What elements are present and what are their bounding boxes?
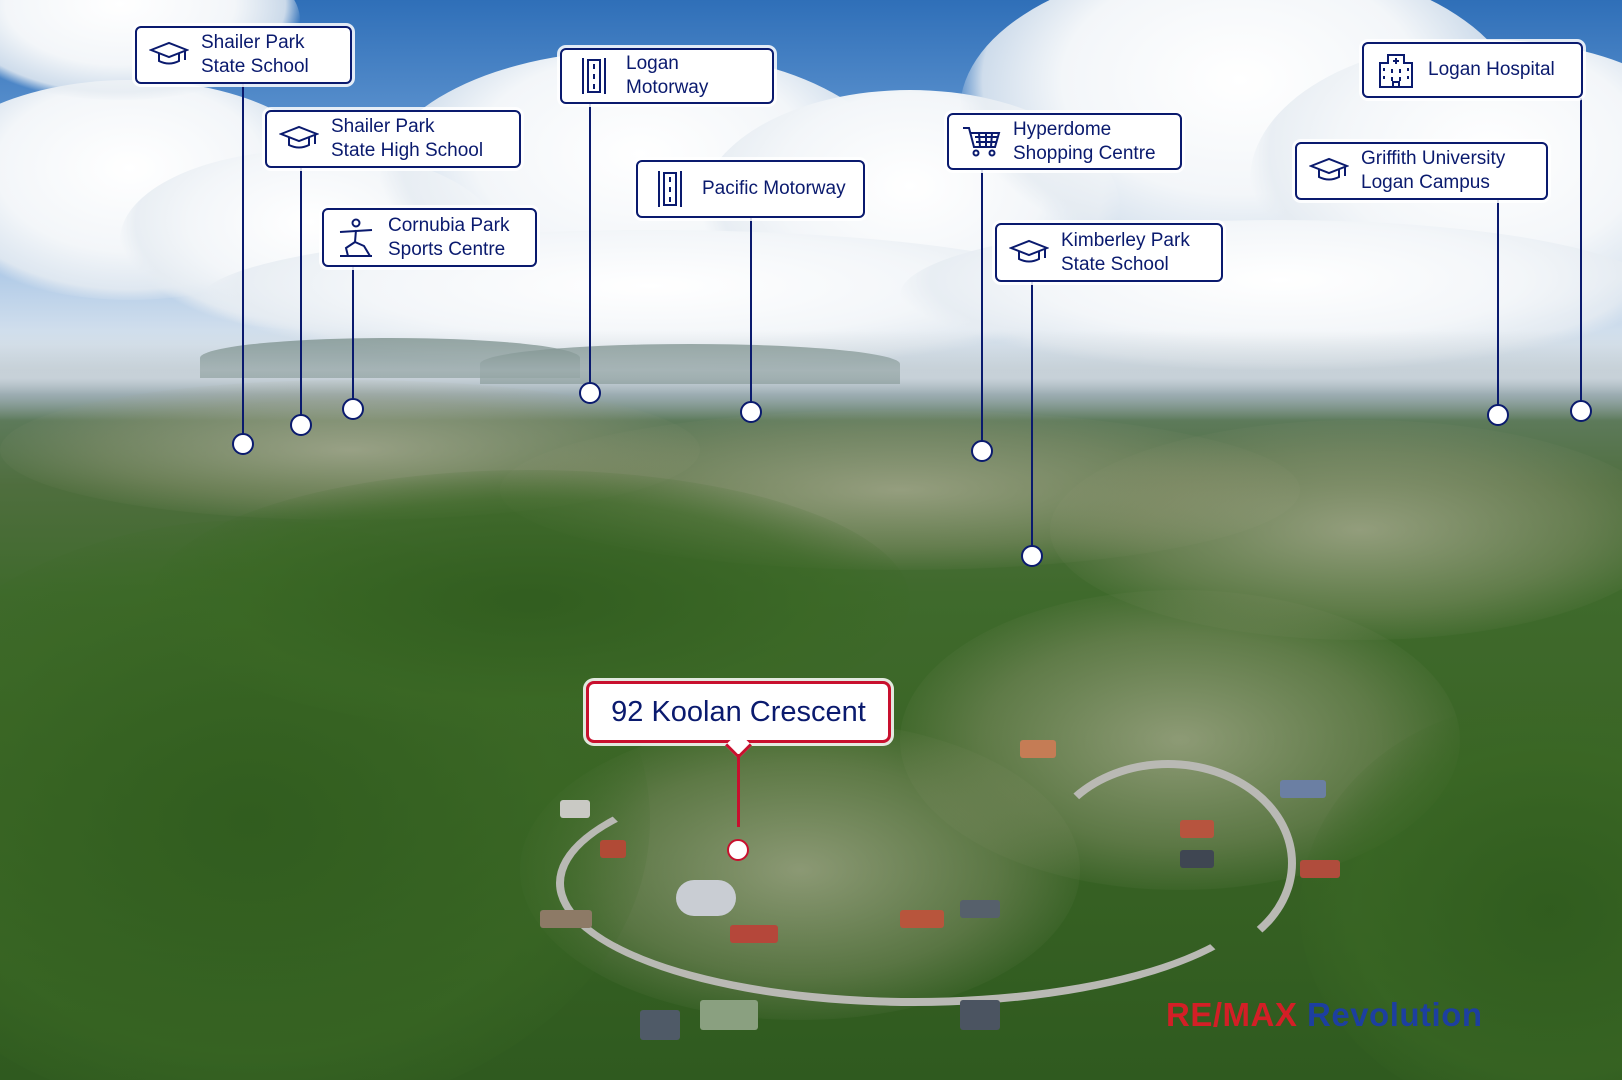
label-line: Shopping Centre	[1013, 142, 1156, 164]
location-marker	[232, 433, 254, 455]
house-roof	[600, 840, 626, 858]
crescent-road	[1040, 760, 1296, 966]
location-marker	[1570, 400, 1592, 422]
graduation-cap-icon	[279, 121, 319, 157]
location-marker	[1487, 404, 1509, 426]
brand-revolution: Revolution	[1297, 996, 1483, 1033]
leader-line	[1580, 98, 1582, 411]
motorway-icon	[574, 58, 614, 94]
house-roof	[1300, 860, 1340, 878]
leader-line	[242, 84, 244, 441]
house-roof	[640, 1010, 680, 1040]
house-roof	[700, 1000, 758, 1030]
label-logan-motorway: Logan Motorway	[560, 48, 774, 104]
house-roof	[1280, 780, 1326, 798]
brand-remax: RE/MAX	[1166, 996, 1298, 1033]
hospital-icon	[1376, 52, 1416, 88]
label-pacific-motorway: Pacific Motorway	[636, 160, 865, 218]
leader-line	[1497, 200, 1499, 414]
graduation-cap-icon	[1309, 153, 1349, 189]
sport-figure-icon	[336, 218, 376, 257]
leader-line	[750, 218, 752, 411]
label-line: State High School	[331, 140, 484, 161]
property-leader-line	[737, 754, 740, 827]
label-line: Hyperdome	[1013, 118, 1112, 140]
label-line: Kimberley Park	[1061, 229, 1190, 251]
location-marker	[1021, 545, 1043, 567]
house-roof	[960, 1000, 1000, 1030]
label-line: Sports Centre	[388, 238, 506, 260]
label-line: Shailer Park	[201, 32, 305, 54]
location-marker	[579, 382, 601, 404]
property-address-label: 92 Koolan Crescent	[586, 681, 891, 743]
leader-line	[1031, 282, 1033, 556]
label-line: Logan Hospital	[1428, 59, 1555, 81]
shopping-cart-icon	[961, 124, 1001, 160]
leader-line	[352, 267, 354, 408]
location-marker	[290, 414, 312, 436]
leader-line	[589, 104, 591, 393]
label-line: Griffith University	[1361, 148, 1506, 170]
location-marker	[342, 398, 364, 420]
house-roof	[560, 800, 590, 818]
label-line: Logan Motorway	[626, 53, 709, 98]
house-roof	[1180, 850, 1214, 868]
remax-revolution-logo: RE/MAX Revolution	[1166, 996, 1483, 1034]
house-roof	[900, 910, 944, 928]
label-line: Pacific Motorway	[702, 178, 846, 200]
house-roof	[1180, 820, 1214, 838]
graduation-cap-icon	[1009, 235, 1049, 271]
location-marker	[740, 401, 762, 423]
property-address: 92 Koolan Crescent	[611, 695, 866, 728]
motorway-icon	[650, 171, 690, 207]
label-line: State School	[1061, 253, 1169, 275]
label-logan-hospital: Logan Hospital	[1362, 42, 1583, 98]
property-marker	[727, 839, 749, 861]
house-roof	[960, 900, 1000, 918]
leader-line	[981, 170, 983, 450]
crescent-road	[556, 760, 1272, 1006]
label-line: State School	[201, 56, 309, 77]
label-line: Shailer Park	[331, 116, 435, 138]
leader-line	[300, 168, 302, 425]
house-roof	[730, 925, 778, 943]
house-roof	[540, 910, 592, 928]
location-marker	[971, 440, 993, 462]
label-line: Cornubia Park	[388, 214, 510, 236]
label-line: Logan Campus	[1361, 172, 1490, 193]
house-roof	[1020, 740, 1056, 758]
graduation-cap-icon	[149, 37, 189, 73]
house-roof	[676, 880, 736, 916]
